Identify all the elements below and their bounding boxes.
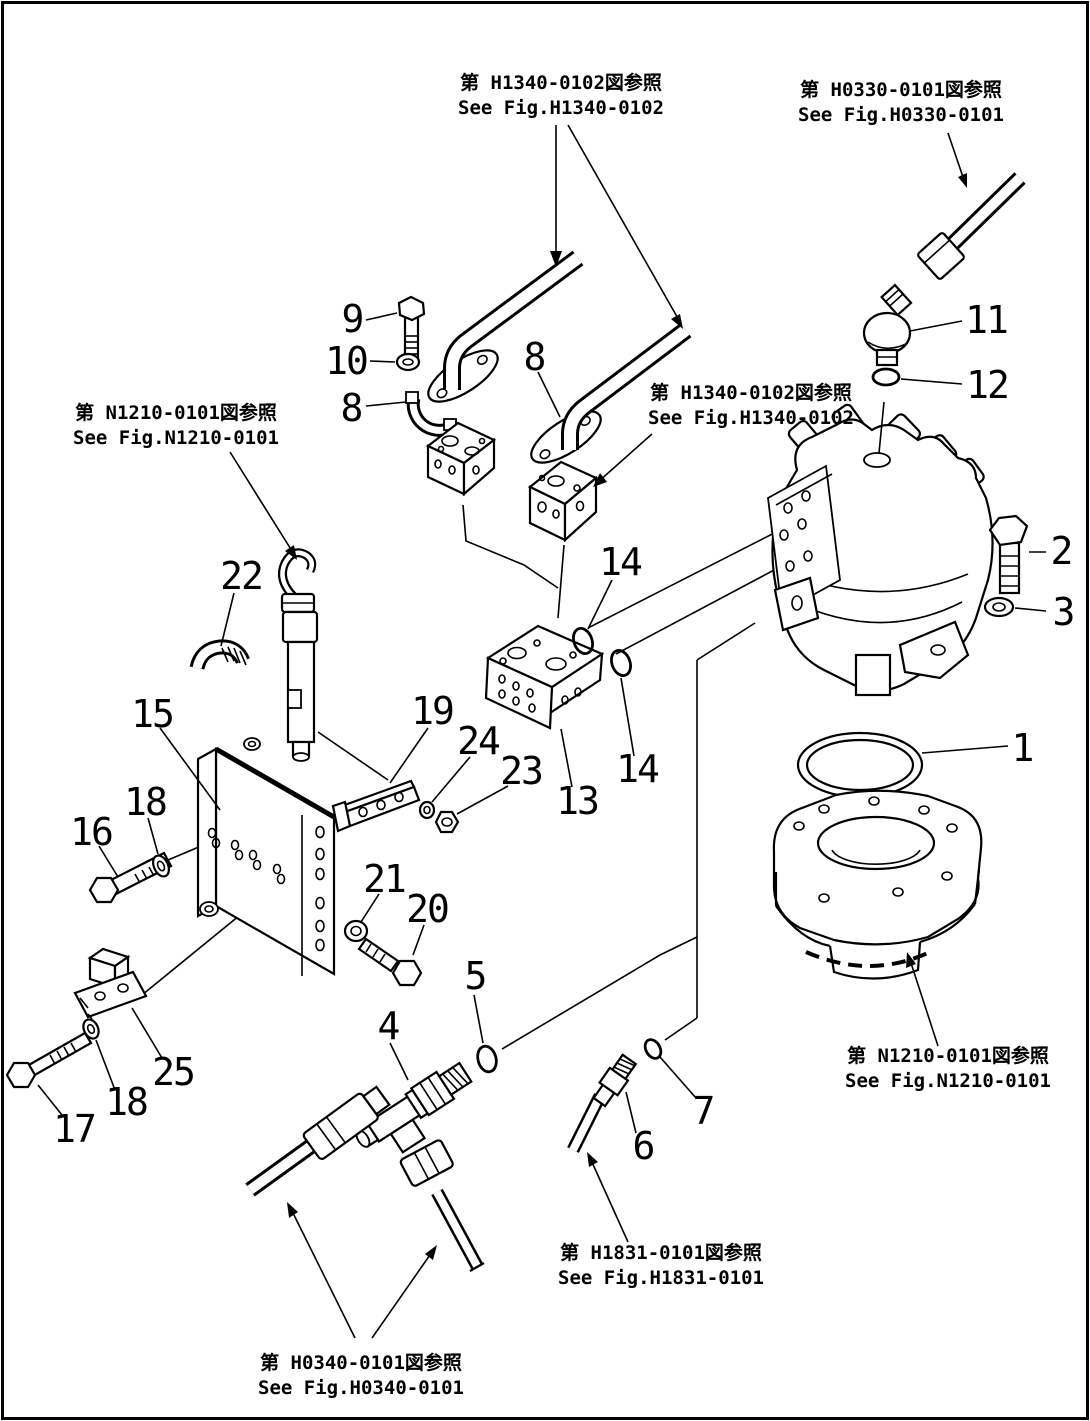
callout-18a: 18	[124, 780, 168, 824]
bolt-2	[988, 514, 1029, 595]
block-b	[527, 460, 599, 543]
callout-15: 15	[131, 692, 175, 736]
callout-14b: 14	[616, 747, 660, 791]
ref-en: See Fig.H0340-0101	[258, 1377, 464, 1399]
callout-9: 9	[341, 297, 365, 341]
callout-20: 20	[406, 887, 450, 931]
callout-23: 23	[500, 749, 544, 793]
washer-3	[983, 596, 1015, 618]
callout-1: 1	[1011, 726, 1035, 770]
ref-h1831: 第 H1831-0101図参照 See Fig.H1831-0101	[558, 1241, 764, 1291]
hose-top-right	[917, 172, 1026, 280]
ref-jp: 第 N1210-0101図参照	[847, 1045, 1049, 1067]
gear-housing	[772, 789, 983, 980]
bolt-20	[357, 937, 423, 987]
callout-3: 3	[1052, 590, 1076, 634]
ref-en: See Fig.N1210-0101	[845, 1070, 1051, 1092]
nut-23	[434, 810, 460, 834]
hose-a	[245, 1085, 391, 1197]
washer-10	[395, 352, 421, 372]
ref-jp: 第 H0340-0101図参照	[260, 1352, 462, 1374]
callout-4: 4	[377, 1004, 401, 1048]
ref-jp: 第 N1210-0101図参照	[75, 402, 277, 424]
fitting-6	[567, 1053, 638, 1153]
ref-n1210-right: 第 N1210-0101図参照 See Fig.N1210-0101	[845, 1044, 1051, 1094]
ref-h0340: 第 H0340-0101図参照 See Fig.H0340-0101	[258, 1351, 464, 1401]
callout-25: 25	[152, 1050, 196, 1094]
valve-block-25	[73, 947, 148, 1020]
ref-en: See Fig.H0330-0101	[798, 104, 1004, 126]
callout-19: 19	[411, 689, 455, 733]
swing-motor	[767, 401, 994, 697]
block-a	[425, 421, 497, 497]
pipe-1	[443, 250, 584, 390]
callout-13: 13	[556, 779, 600, 823]
ref-jp: 第 H1831-0101図参照	[560, 1242, 762, 1264]
callout-11: 11	[965, 298, 1009, 342]
tee-fitting-4	[355, 1061, 473, 1154]
callout-14a: 14	[599, 540, 643, 584]
reference-arrows	[229, 124, 967, 1339]
ref-en: See Fig.H1340-0102	[458, 97, 664, 119]
callout-2: 2	[1050, 529, 1074, 573]
callout-21: 21	[363, 857, 407, 901]
bolt-9	[397, 295, 426, 360]
ref-h0330: 第 H0330-0101図参照 See Fig.H0330-0101	[798, 78, 1004, 128]
ref-h1340-mid: 第 H1340-0102図参照 See Fig.H1340-0102	[648, 381, 854, 431]
callout-6: 6	[632, 1124, 656, 1168]
callout-18b: 18	[105, 1080, 149, 1124]
mounting-plate-15	[196, 737, 336, 976]
manifold-13	[484, 624, 605, 730]
callout-22: 22	[220, 554, 264, 598]
callout-7: 7	[692, 1089, 716, 1133]
callout-17: 17	[53, 1107, 97, 1151]
ref-en: See Fig.H1340-0102	[648, 407, 854, 429]
breather-rod	[278, 548, 319, 762]
ref-en: See Fig.N1210-0101	[73, 427, 279, 449]
o-ring-12	[871, 367, 901, 387]
ref-jp: 第 H1340-0102図参照	[460, 72, 662, 94]
callout-12: 12	[966, 363, 1010, 407]
nut-21	[343, 919, 369, 943]
callout-8a: 8	[340, 386, 364, 430]
o-ring-14a	[572, 627, 594, 655]
callout-5: 5	[464, 954, 488, 998]
callout-10: 10	[325, 339, 369, 383]
o-ring-7	[643, 1038, 663, 1060]
ref-jp: 第 H0330-0101図参照	[800, 79, 1002, 101]
elbow-fitting-11	[862, 283, 913, 367]
washer-18b	[82, 1018, 100, 1040]
bolt-17	[5, 1031, 93, 1089]
pipe-2	[561, 322, 692, 450]
callout-24: 24	[457, 719, 501, 763]
ref-jp: 第 H1340-0102図参照	[650, 382, 852, 404]
o-ring-14b	[610, 649, 632, 677]
hose-b	[399, 1139, 485, 1272]
ref-h1340-top: 第 H1340-0102図参照 See Fig.H1340-0102	[458, 71, 664, 121]
clamp-22	[189, 639, 250, 670]
ref-en: See Fig.H1831-0101	[558, 1267, 764, 1289]
callout-8b: 8	[523, 335, 547, 379]
plate-19	[331, 779, 421, 833]
washer-18a	[152, 854, 170, 878]
washer-24	[418, 800, 436, 820]
o-ring-5	[476, 1044, 498, 1074]
ref-n1210-left: 第 N1210-0101図参照 See Fig.N1210-0101	[73, 401, 279, 451]
leader-lines	[37, 312, 1047, 1134]
callout-16: 16	[70, 810, 114, 854]
